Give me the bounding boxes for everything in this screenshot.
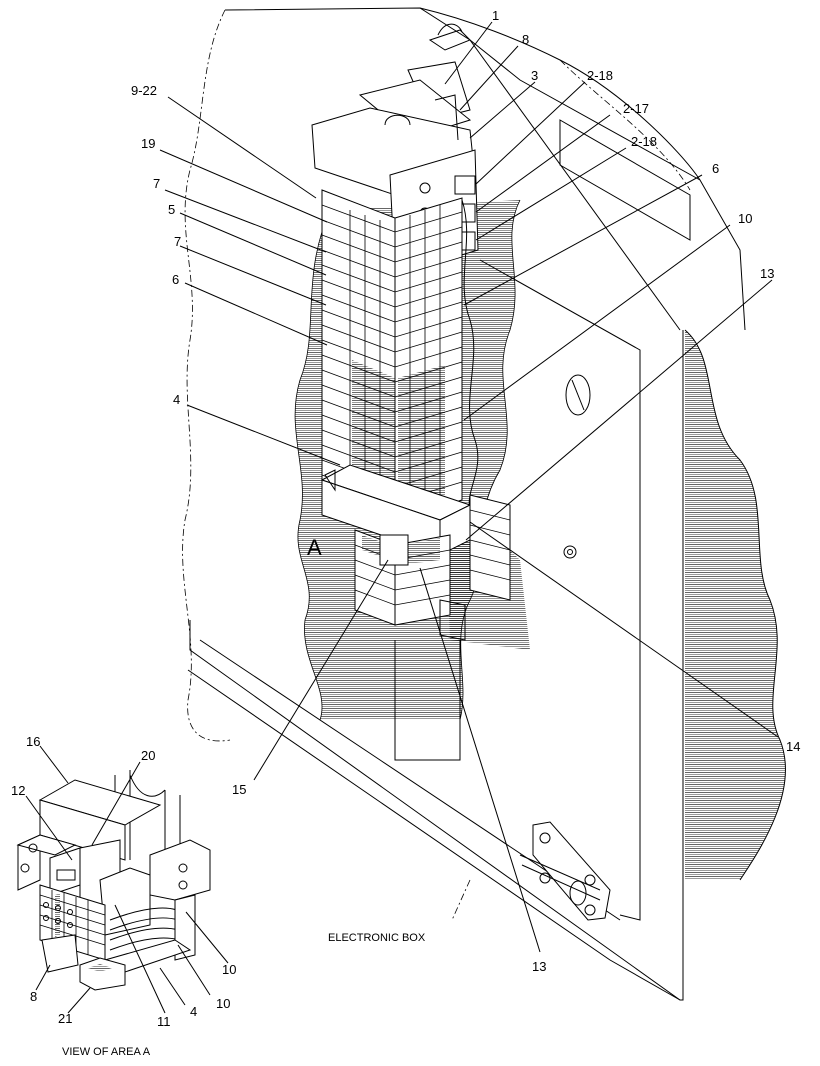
electronic-box-leader — [451, 879, 471, 921]
callout-7-upper: 7 — [153, 176, 160, 191]
callout-8: 8 — [522, 32, 529, 47]
inset-callout-21: 21 — [58, 1011, 72, 1026]
callout-5: 5 — [168, 202, 175, 217]
callout-2-18-lower: 2-18 — [631, 134, 657, 149]
inset-callout-8: 8 — [30, 989, 37, 1004]
callout-19: 19 — [141, 136, 155, 151]
callout-2-18-upper: 2-18 — [587, 68, 613, 83]
callout-10: 10 — [738, 211, 752, 226]
callout-labels: 1 8 3 2-18 2-17 2-18 9-22 19 7 5 7 6 6 1… — [131, 8, 800, 974]
view-of-area-caption: VIEW OF AREA A — [62, 1046, 151, 1058]
inset-callout-20: 20 — [141, 748, 155, 763]
callout-6-left: 6 — [172, 272, 179, 287]
inset-callout-10-upper: 10 — [222, 962, 236, 977]
callout-3: 3 — [531, 68, 538, 83]
callout-9-22: 9-22 — [131, 83, 157, 98]
inset-labels: 16 20 12 10 10 8 21 11 4 — [11, 734, 236, 1029]
inset-callout-12: 12 — [11, 783, 25, 798]
callout-2-17: 2-17 — [623, 101, 649, 116]
inset-callout-16: 16 — [26, 734, 40, 749]
callout-13-right: 13 — [760, 266, 774, 281]
callout-13-bottom: 13 — [532, 959, 546, 974]
terminal-block-stack — [311, 23, 511, 641]
callout-1: 1 — [492, 8, 499, 23]
callout-7-lower: 7 — [174, 234, 181, 249]
callout-area-a: A — [307, 535, 322, 560]
electronic-box-caption: ELECTRONIC BOX — [328, 932, 426, 944]
inset-callout-4: 4 — [190, 1004, 197, 1019]
callout-14: 14 — [786, 739, 800, 754]
leader-lines — [159, 21, 779, 953]
callout-15: 15 — [232, 782, 246, 797]
callout-4: 4 — [173, 392, 180, 407]
callout-6-right: 6 — [712, 161, 719, 176]
inset-view-area-a — [16, 745, 229, 1014]
hinge — [519, 821, 611, 921]
electronic-box-door — [182, 7, 786, 1001]
inset-callout-11: 11 — [157, 1014, 171, 1029]
terminal-slices — [321, 189, 463, 521]
inset-callout-10-lower: 10 — [216, 996, 230, 1011]
